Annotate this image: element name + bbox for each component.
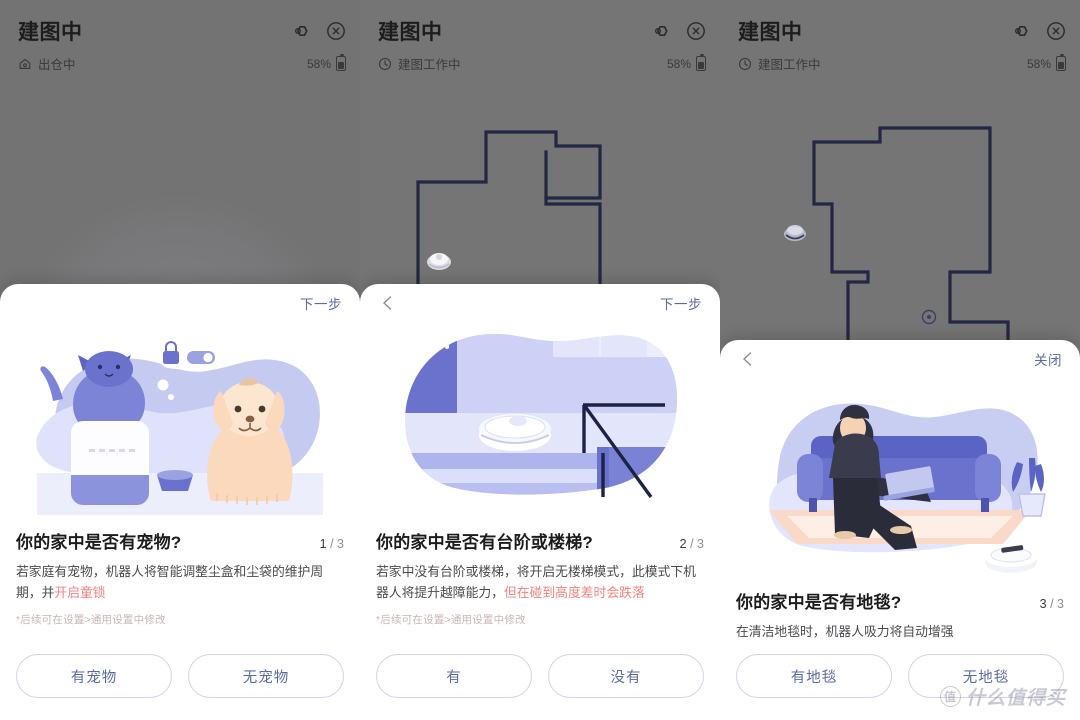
question-description: 若家中没有台阶或楼梯，将开启无楼梯模式，此模式下机器人将提升越障能力，但在碰到高… [376,564,696,600]
gear-icon[interactable] [1008,21,1028,41]
choice-no-button[interactable]: 无地毯 [908,654,1064,698]
battery-indicator-3: 58% [1026,54,1066,71]
battery-percent: 58% [306,56,331,71]
step-counter: 1 / 3 [319,537,344,551]
question-description: 若家庭有宠物，机器人将智能调整尘盒和尘袋的维护周期，并开启童锁 [16,564,324,600]
home-dock-icon [18,57,32,71]
page-title: 建图中 [738,21,803,44]
close-icon[interactable] [686,21,706,41]
close-icon[interactable] [326,21,346,41]
pet-cat-dog-illustration [0,322,360,518]
step-counter: 3 / 3 [1039,597,1064,611]
next-step-button[interactable]: 下一步 [300,297,342,312]
choice-no-button[interactable]: 没有 [548,654,704,698]
warning-text: 但在碰到高度差时会跌落 [503,584,645,600]
floor-map-3[interactable] [740,100,1070,350]
question-description: 在清洁地毯时，机器人吸力将自动增强 [736,624,954,639]
close-card-button[interactable]: 关闭 [1034,353,1062,368]
onboarding-card-3: 关闭 [720,340,1080,720]
status-header-1: 建图中 出仓中 58% [0,0,360,92]
card-text-2: 你的家中是否有台阶或楼梯? 2 / 3 若家中没有台阶或楼梯，将开启无楼梯模式，… [360,518,720,627]
status-header-2: 建图中 建图工作中 58% [360,0,720,92]
card-top-bar-3: 关闭 [720,340,1080,378]
status-text: 出仓中 [38,58,76,72]
battery-icon [336,54,346,71]
dock-position-icon-3 [920,308,938,326]
question-title: 你的家中是否有宠物? [16,533,182,552]
person-sofa-carpet-illustration [720,378,1080,578]
choice-yes-button[interactable]: 有地毯 [736,654,892,698]
settings-note: *后续可在设置>通用设置中修改 [376,614,526,627]
back-arrow-icon[interactable] [738,349,758,369]
choice-buttons-2: 有 没有 [360,654,720,698]
status-line-3: 建图工作中 [738,54,821,73]
robot-position-icon-2 [424,246,454,272]
card-top-bar-2: 下一步 [360,284,720,322]
battery-indicator-2: 58% [666,54,706,71]
battery-percent: 58% [666,56,691,71]
app-panel-3: 建图中 建图工作中 58% [720,0,1080,720]
step-counter: 2 / 3 [679,537,704,551]
gear-icon[interactable] [648,21,668,41]
app-panel-2: 建图中 建图工作中 58% [360,0,720,720]
question-title: 你的家中是否有地毯? [736,593,902,612]
settings-note: *后续可在设置>通用设置中修改 [16,614,166,627]
onboarding-card-2: 下一步 [360,284,720,720]
battery-icon [696,54,706,71]
clock-icon [378,57,392,71]
back-arrow-icon[interactable] [378,293,398,313]
battery-icon [1056,54,1066,71]
app-panel-1: 建图中 出仓中 58% [0,0,360,720]
page-title: 建图中 [18,21,83,44]
status-line-2: 建图工作中 [378,54,461,73]
next-step-button[interactable]: 下一步 [660,297,702,312]
card-top-bar-1: 下一步 [0,284,360,322]
robot-stairs-illustration [360,322,720,518]
status-text: 建图工作中 [758,58,821,72]
page-title: 建图中 [378,21,443,44]
choice-no-button[interactable]: 无宠物 [188,654,344,698]
question-title: 你的家中是否有台阶或楼梯? [376,533,593,552]
clock-icon [738,57,752,71]
choice-yes-button[interactable]: 有宠物 [16,654,172,698]
gear-icon[interactable] [288,21,308,41]
status-text: 建图工作中 [398,58,461,72]
onboarding-card-1: 下一步 [0,284,360,720]
choice-yes-button[interactable]: 有 [376,654,532,698]
warning-text: 开启童锁 [54,584,106,600]
choice-buttons-1: 有宠物 无宠物 [0,654,360,698]
choice-buttons-3: 有地毯 无地毯 [720,654,1080,698]
robot-position-icon-3 [780,218,810,244]
status-header-3: 建图中 建图工作中 58% [720,0,1080,92]
battery-indicator-1: 58% [306,54,346,71]
card-text-3: 你的家中是否有地毯? 3 / 3 在清洁地毯时，机器人吸力将自动增强 [720,578,1080,652]
status-line-1: 出仓中 [18,54,76,73]
card-text-1: 你的家中是否有宠物? 1 / 3 若家庭有宠物，机器人将智能调整尘盒和尘袋的维护… [0,518,360,627]
floor-map-2[interactable] [378,100,688,300]
battery-percent: 58% [1026,56,1051,71]
close-icon[interactable] [1046,21,1066,41]
